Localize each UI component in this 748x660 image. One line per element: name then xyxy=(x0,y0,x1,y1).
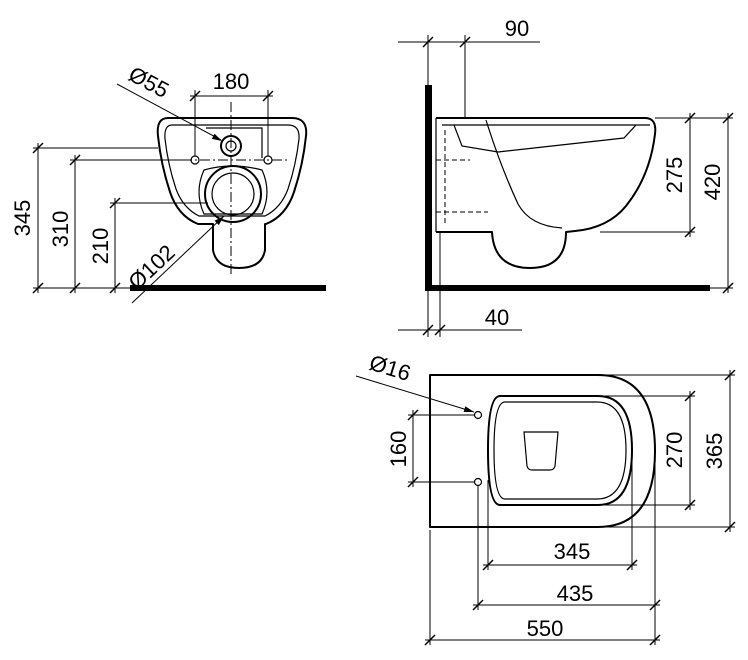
dimension-label: 310 xyxy=(48,211,73,248)
tick-marks xyxy=(189,90,274,102)
tick-marks xyxy=(32,142,44,294)
dimension-bolt-height: 310 xyxy=(48,154,190,294)
leader-arrowhead xyxy=(211,133,222,141)
leader-line xyxy=(355,375,475,413)
dimension-bolt-spacing: 180 xyxy=(189,69,274,156)
dimension-bolt-spacing: 160 xyxy=(386,409,474,488)
tick-marks xyxy=(472,599,661,611)
outlet-outer-circle xyxy=(204,165,262,223)
extension-lines xyxy=(194,90,269,156)
dimension-label: 420 xyxy=(700,164,725,201)
leader-line xyxy=(116,83,222,141)
seat-opening-outer xyxy=(487,395,633,506)
dimension-label: 160 xyxy=(386,431,411,468)
leader-arrowhead xyxy=(463,406,474,412)
extension-lines xyxy=(427,35,466,118)
tick-marks xyxy=(482,559,638,571)
side-view: 90 40 275 420 xyxy=(398,16,734,337)
bowl-top-outline xyxy=(429,374,656,528)
dimension-wall-to-inlet: 90 xyxy=(398,16,540,118)
leader-arrowhead xyxy=(214,216,224,226)
bowl-ledge-line xyxy=(453,124,637,153)
dimension-inlet-diameter: Ø55 xyxy=(116,61,222,141)
extension-lines xyxy=(600,374,735,528)
dimension-bolt-to-front: 435 xyxy=(472,455,661,611)
outlet-opening xyxy=(523,431,559,471)
outlet-inner-circle xyxy=(211,172,255,216)
extension-lines xyxy=(408,414,474,483)
tick-marks xyxy=(422,36,471,48)
tick-marks xyxy=(724,369,736,533)
bolt-hole-lower xyxy=(473,477,483,487)
dimension-opening-width: 270 xyxy=(605,390,696,511)
dimension-label: 180 xyxy=(213,69,250,94)
dimension-label: 345 xyxy=(10,200,35,237)
bowl-side-outline xyxy=(436,117,657,269)
dimension-label: 210 xyxy=(88,228,113,265)
tick-marks xyxy=(109,197,121,294)
dimension-label: 365 xyxy=(702,433,727,470)
dimension-label: 550 xyxy=(527,616,564,641)
extension-lines xyxy=(600,117,733,289)
dimension-overall-width: 365 xyxy=(600,369,736,533)
extension-lines xyxy=(605,395,695,506)
floor-line xyxy=(425,285,710,291)
hidden-lines xyxy=(436,130,488,226)
bowl-inner-outline xyxy=(164,124,300,217)
dimension-rim-height: 420 xyxy=(700,112,734,294)
dimension-label: 270 xyxy=(662,432,687,469)
inlet-frame xyxy=(206,127,263,158)
dimension-bolt-diameter: Ø16 xyxy=(355,350,475,413)
floor-line xyxy=(130,285,326,291)
dimension-label: Ø16 xyxy=(367,350,414,386)
wall-line xyxy=(425,85,432,291)
extension-lines xyxy=(477,455,656,610)
tick-marks xyxy=(684,390,696,511)
dimension-opening-length: 345 xyxy=(482,452,638,571)
leader-line xyxy=(131,215,225,304)
tick-marks xyxy=(69,154,81,294)
dimension-label: 435 xyxy=(557,581,594,606)
bowl-outline xyxy=(156,117,308,269)
dimension-label: 345 xyxy=(554,539,591,564)
dimension-overall-length: 550 xyxy=(424,530,661,646)
dimension-bowl-depth: 275 xyxy=(662,112,696,238)
dimension-label: 275 xyxy=(662,157,687,194)
front-view: 180 Ø55 345 310 210 xyxy=(10,61,326,304)
dimension-label: 40 xyxy=(485,305,509,330)
dimension-rim-height: 345 xyxy=(10,142,158,294)
dimension-outlet-height: 210 xyxy=(88,197,208,294)
bowl-interior-curve xyxy=(485,119,563,229)
dimension-label: Ø55 xyxy=(125,61,173,103)
extension-lines xyxy=(33,147,158,289)
dimension-wall-gap: 40 xyxy=(398,232,522,337)
tick-marks xyxy=(407,409,419,488)
bolt-hole-upper xyxy=(473,410,483,420)
dimension-label: 90 xyxy=(505,16,529,41)
extension-lines xyxy=(487,452,633,570)
tick-marks xyxy=(422,324,446,336)
tick-marks xyxy=(424,634,661,646)
tick-marks xyxy=(684,112,696,238)
tick-marks xyxy=(722,112,734,294)
seat-opening-inner xyxy=(493,401,627,500)
top-view: Ø16 160 270 365 345 xyxy=(355,350,736,646)
